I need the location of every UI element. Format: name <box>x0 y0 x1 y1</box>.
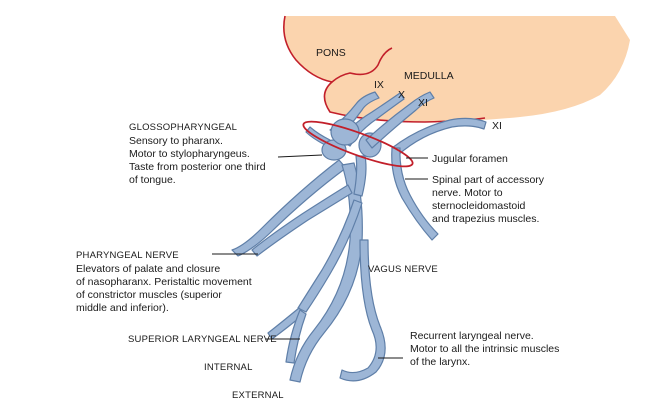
pons-outline <box>283 15 393 83</box>
recurrent-line-1: Recurrent laryngeal nerve. <box>410 330 534 342</box>
pons-label: PONS <box>316 47 346 59</box>
ix-label: IX <box>374 79 384 91</box>
external-branch <box>285 309 307 364</box>
x-label: X <box>398 89 405 101</box>
accessory-line-2: nerve. Motor to <box>432 187 503 199</box>
jugular-foramen-ring <box>302 120 414 168</box>
internal-label: INTERNAL <box>204 362 253 373</box>
vagus-connector <box>353 155 367 197</box>
superior-laryngeal-nerve <box>297 199 363 313</box>
brainstem-region <box>283 16 630 122</box>
glossopharyngeal-line-3: Taste from posterior one third <box>129 161 266 173</box>
recurrent-laryngeal-nerve <box>339 239 386 382</box>
glossopharyngeal-line-2: Motor to stylopharyngeus. <box>129 148 250 160</box>
vagus-label: VAGUS NERVE <box>368 264 438 275</box>
external-label: EXTERNAL <box>232 390 284 401</box>
medulla-label: MEDULLA <box>404 70 454 82</box>
pharyngeal-title: PHARYNGEAL NERVE <box>76 250 179 261</box>
pharyngeal-line-3: of constrictor muscles (superior <box>76 289 222 301</box>
accessory-line-3: sternocleidomastoid <box>432 200 526 212</box>
accessory-line-1: Spinal part of accessory <box>432 174 545 186</box>
recurrent-line-2: Motor to all the intrinsic muscles <box>410 343 559 355</box>
pharyngeal-line-4: middle and inferior). <box>76 302 169 314</box>
pharyngeal-line-1: Elevators of palate and closure <box>76 263 220 275</box>
xi-root-label: XI <box>418 97 428 109</box>
accessory-nerve-trunk <box>391 147 439 241</box>
xi-root <box>365 91 435 149</box>
pharyngeal-nerve <box>251 184 353 257</box>
pharyngeal-line-2: of nasopharanx. Peristaltic movement <box>76 276 252 288</box>
glossopharyngeal-title: GLOSSOPHARYNGEAL <box>129 122 237 133</box>
accessory-spinal-root <box>391 117 487 156</box>
accessory-line-4: and trapezius muscles. <box>432 213 539 225</box>
glossopharyngeal-line-1: Sensory to pharanx. <box>129 135 223 147</box>
glossopharyngeal-line-4: of tongue. <box>129 174 176 186</box>
leader-glossopharyngeal <box>277 154 323 158</box>
xi-lateral-label: XI <box>492 120 502 132</box>
superior-laryngeal-label: SUPERIOR LARYNGEAL NERVE <box>128 334 277 345</box>
jugular-foramen-label: Jugular foramen <box>432 153 508 165</box>
glossopharyngeal-nerve <box>231 159 347 257</box>
recurrent-line-3: of the larynx. <box>410 356 470 368</box>
nerve-group <box>231 91 487 383</box>
